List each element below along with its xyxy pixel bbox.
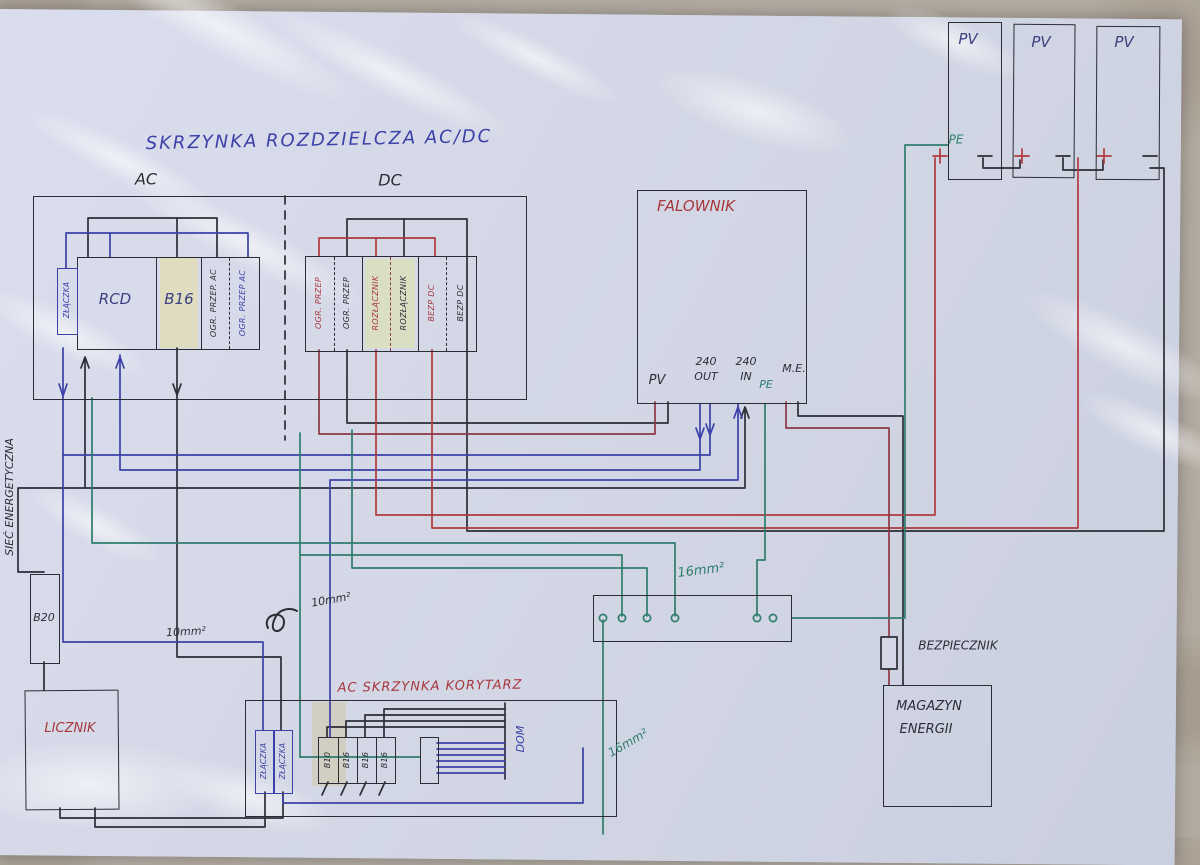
b16-module xyxy=(156,258,202,349)
energy-storage-box xyxy=(883,685,992,807)
dc-col4-label: ROZŁĄCZNIK xyxy=(398,275,408,331)
storage-label-line2: ENERGII xyxy=(899,722,953,738)
maroon-wires xyxy=(318,349,890,686)
pe-busbar-box xyxy=(593,595,792,642)
meter-box xyxy=(24,689,120,811)
cable-squiggle xyxy=(265,608,298,632)
black-wires xyxy=(17,155,1165,828)
ac-connector-box xyxy=(57,268,78,335)
red-wires xyxy=(318,148,1112,529)
inverter-label: FALOWNIK xyxy=(656,197,736,216)
grid-network-label: SIEĆ ENERGETYCZNA xyxy=(3,438,17,556)
corridor-connector-2 xyxy=(274,730,293,794)
storage-label-line1: MAGAZYN xyxy=(896,699,962,715)
ac-connector-label: ZŁĄCZKA xyxy=(62,281,72,319)
dc-section-label: DC xyxy=(378,170,402,190)
surge-module-divider xyxy=(229,258,230,349)
rcd-module xyxy=(78,258,157,349)
fuse-symbol xyxy=(880,636,898,670)
dc-divider xyxy=(334,257,335,351)
fuse-label: BEZPIECZNIK xyxy=(918,638,998,653)
b20-label: B20 xyxy=(33,611,55,625)
dc-divider xyxy=(446,257,447,351)
inverter-me-terminal: M.E. xyxy=(782,362,806,376)
breaker-divider xyxy=(338,738,339,783)
wiring-layer xyxy=(17,144,1165,835)
corridor-title: AC SKRZYNKA KORYTARZ xyxy=(337,677,523,696)
corridor-terminal-block xyxy=(420,737,439,784)
ac-surge1-label: OGR. PRZEP. AC xyxy=(208,268,218,338)
inverter-240out-terminal: OUT xyxy=(694,370,718,384)
dc-divider xyxy=(418,257,419,351)
corridor-breakers-box xyxy=(318,737,396,784)
pv1-label: PV xyxy=(958,30,978,49)
grid-breaker-box xyxy=(30,574,60,664)
dc-col5-label: BEZP DC xyxy=(426,284,436,322)
corridor-box-outline xyxy=(245,700,617,817)
inverter-box xyxy=(637,190,807,404)
breaker-divider xyxy=(357,738,358,783)
breaker-divider xyxy=(376,738,377,783)
dc-divider xyxy=(390,257,391,351)
pv2-label: PV xyxy=(1031,33,1051,52)
dc-col2-label: OGR. PRZEP xyxy=(341,277,351,329)
dc-col3-label: ROZŁĄCZNIK xyxy=(370,275,380,331)
corridor-connector-1 xyxy=(255,730,274,794)
blue-wires xyxy=(58,232,743,804)
inverter-pe-terminal: PE xyxy=(759,378,773,392)
pv-panel-1 xyxy=(948,22,1002,180)
dc-col6-label: BEZP DC xyxy=(455,284,465,322)
breaker-b10-label: B10 xyxy=(322,751,332,769)
inverter-240out-terminal: 240 xyxy=(695,355,717,369)
inverter-240in-terminal: 240 xyxy=(735,355,757,369)
b16-label: B16 xyxy=(164,290,194,309)
breaker-b16-label: B16 xyxy=(379,751,389,769)
inverter-pv-terminal: PV xyxy=(648,373,666,389)
ac-surge2-label: OGR. PRZEP AC xyxy=(237,269,247,337)
pv-pe-label: PE xyxy=(948,132,964,147)
distribution-box-outline xyxy=(33,196,527,400)
corridor-connector1-label: ZŁĄCZKA xyxy=(259,742,269,780)
ac-section-label: AC xyxy=(134,169,158,189)
breaker-b16-label: B16 xyxy=(360,751,370,769)
house-feed-label: DOM xyxy=(514,725,528,753)
dc-divider xyxy=(362,257,363,351)
corridor-connector2-label: ZŁĄCZKA xyxy=(278,742,288,780)
rcd-label: RCD xyxy=(98,290,132,309)
meter-label: LICZNIK xyxy=(44,721,96,737)
inverter-240in-terminal: IN xyxy=(740,370,752,384)
green-pe-wires xyxy=(91,144,949,835)
pv3-label: PV xyxy=(1114,33,1134,52)
dc-col1-label: OGR. PRZEP xyxy=(313,277,323,329)
breaker-b16-label: B16 xyxy=(341,751,351,769)
dc-assembly-box xyxy=(305,256,477,352)
wire-gauge-10mm-a: 10mm² xyxy=(165,624,207,640)
